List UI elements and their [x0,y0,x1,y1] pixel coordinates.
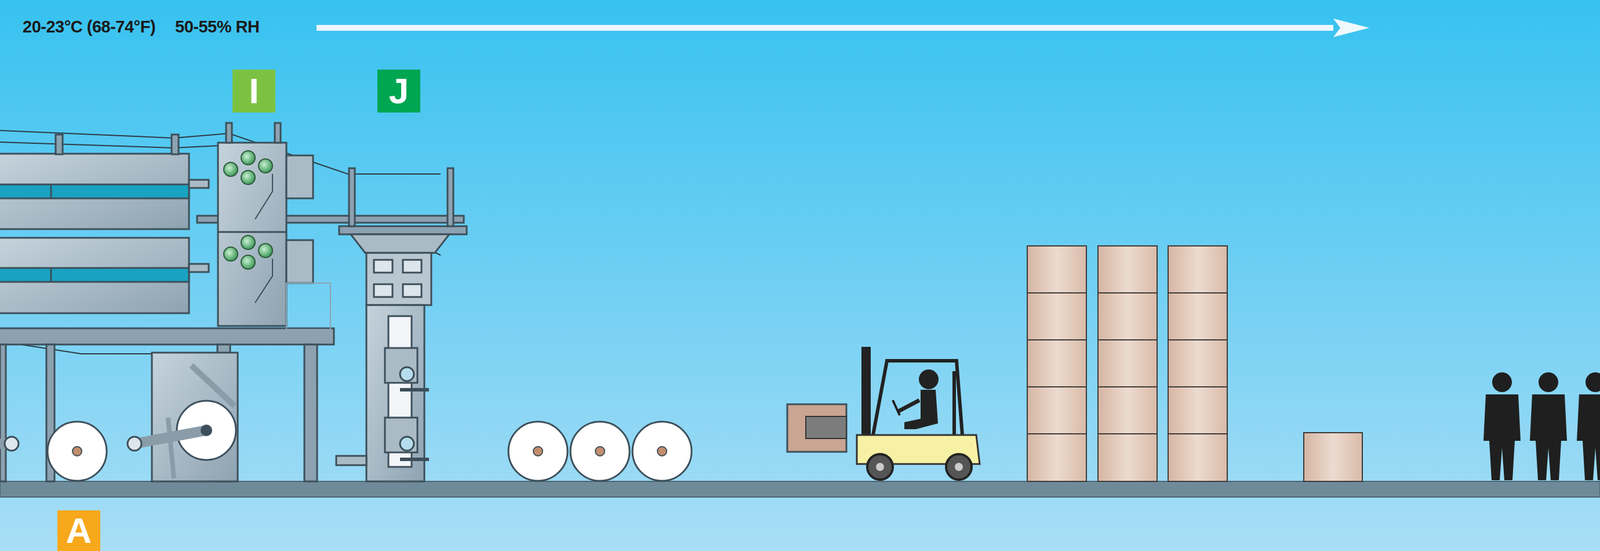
people [1483,372,1600,480]
flow-arrow [316,18,1370,38]
unwind-stand [151,352,238,482]
condition-label: 50-55% RH [175,17,260,37]
condition-label: 20-23°C (68-74°F) [22,17,156,37]
roll-arm [0,424,213,451]
forklift [787,346,980,480]
badge-letter: I [248,73,259,109]
dryer-unit [0,134,209,314]
section-badge: J [377,69,421,113]
badge-letter: A [66,512,93,549]
badge-letter: J [388,73,409,109]
floor [0,481,1600,497]
coating-tower [217,122,331,330]
platform [0,215,467,482]
finishing-stand [336,168,454,482]
section-badge: A [57,510,101,551]
section-badge: I [232,69,276,113]
carton-stack [1027,245,1363,482]
